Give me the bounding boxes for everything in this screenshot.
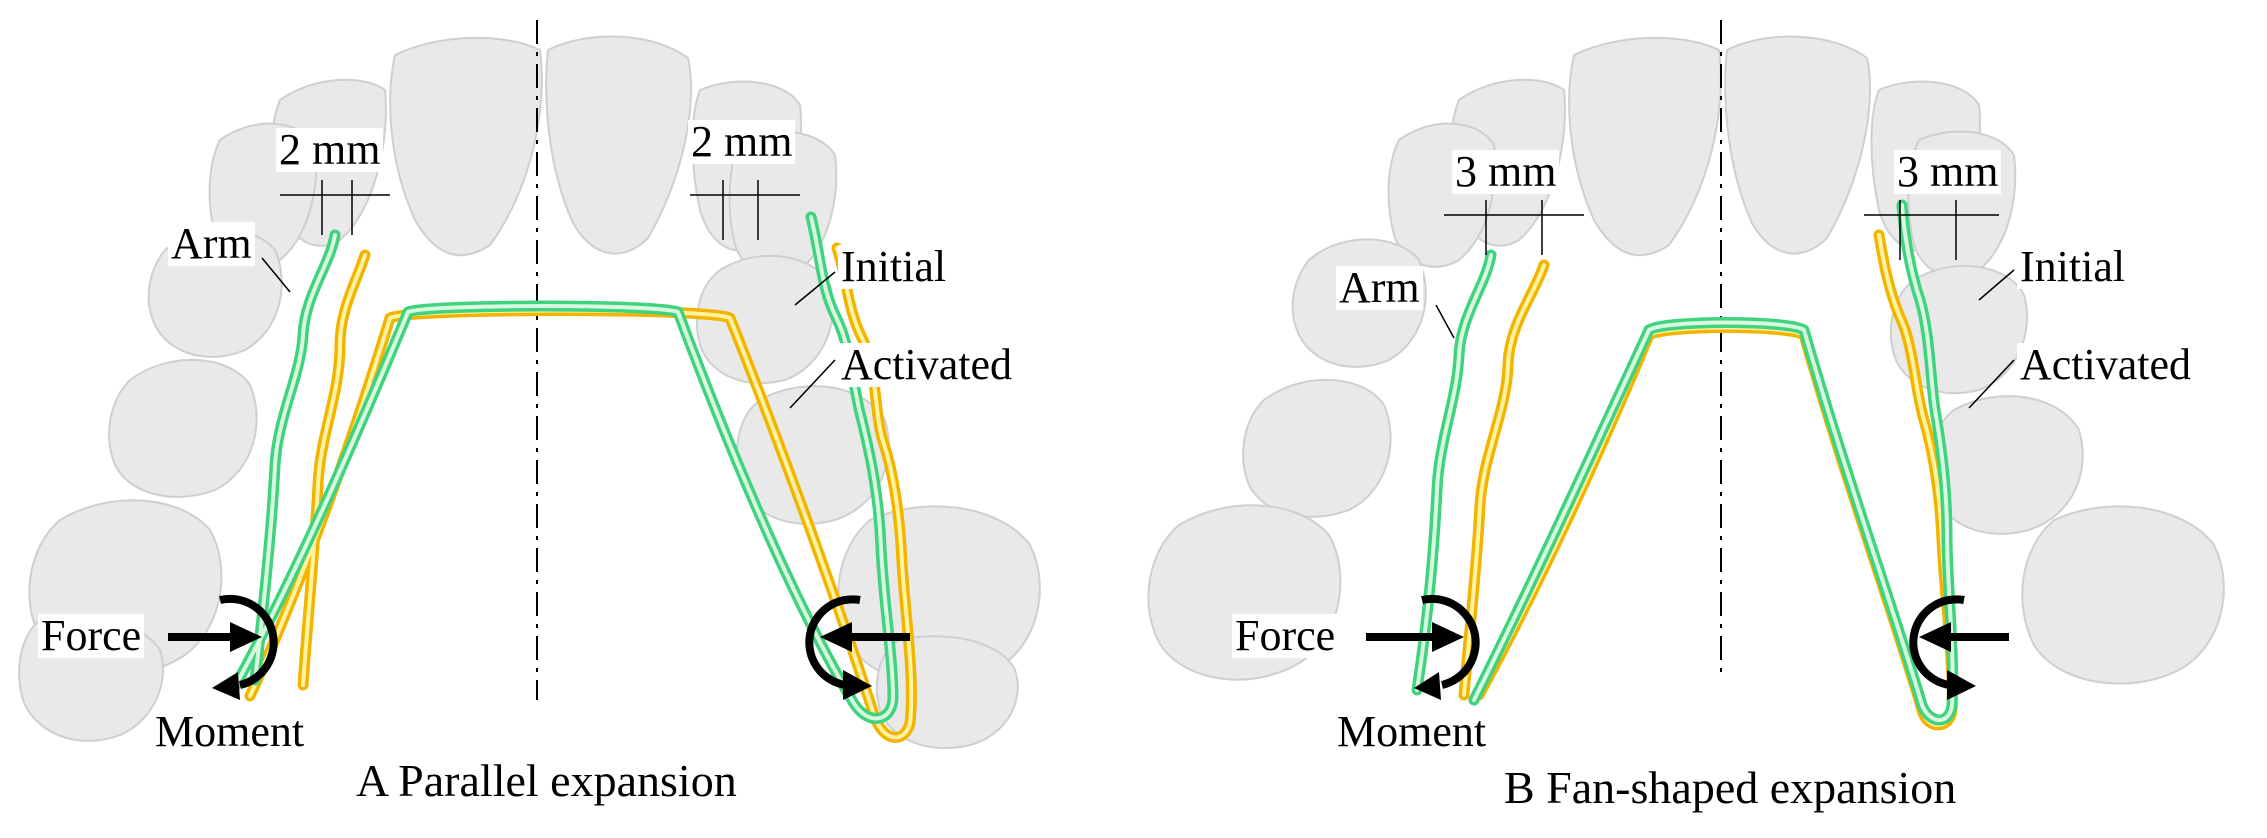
right-moment-arrow [1909,595,1976,700]
right-gap-label: 3 mm [1894,150,2002,194]
left-gap-dimension [280,180,390,235]
left-gap-dimension [1444,200,1584,255]
left-force-arrow [168,622,262,652]
initial-label: Initial [838,245,950,289]
force-label: Force [1232,614,1339,658]
left-force-arrow [1366,622,1464,652]
panel-b-fan-shaped-expansion: 3 mm 3 mm Arm Initial Activated Force Mo… [1134,0,2267,838]
right-moment-arrow [805,595,872,700]
activated-label: Activated [2017,343,2195,387]
activated-wire [1458,229,1958,731]
moment-label: Moment [152,710,308,754]
initial-wire [1411,199,1959,726]
panel-caption: A Parallel expansion [356,755,737,806]
left-moment-arrow [212,594,278,700]
panel-caption: B Fan-shaped expansion [1504,762,1957,813]
panel-a-parallel-expansion: 2 mm 2 mm Arm Initial Activated Force Mo… [0,0,1133,838]
right-force-arrow [1919,622,2009,652]
force-label: Force [38,614,145,658]
initial-label: Initial [2017,245,2129,289]
panel-b-diagram [1147,20,2225,731]
activated-label: Activated [838,343,1016,387]
left-gap-label: 2 mm [276,128,384,172]
right-gap-dimension [690,180,800,240]
right-force-arrow [820,622,910,652]
arm-label: Arm [1336,266,1423,310]
right-gap-label: 2 mm [688,120,796,164]
left-moment-arrow [1414,594,1480,700]
leader-lines [261,257,836,409]
arm-label: Arm [168,222,255,266]
moment-label: Moment [1334,710,1490,754]
leader-lines [1435,269,2015,409]
left-gap-label: 3 mm [1452,150,1560,194]
right-gap-dimension [1864,200,1999,260]
